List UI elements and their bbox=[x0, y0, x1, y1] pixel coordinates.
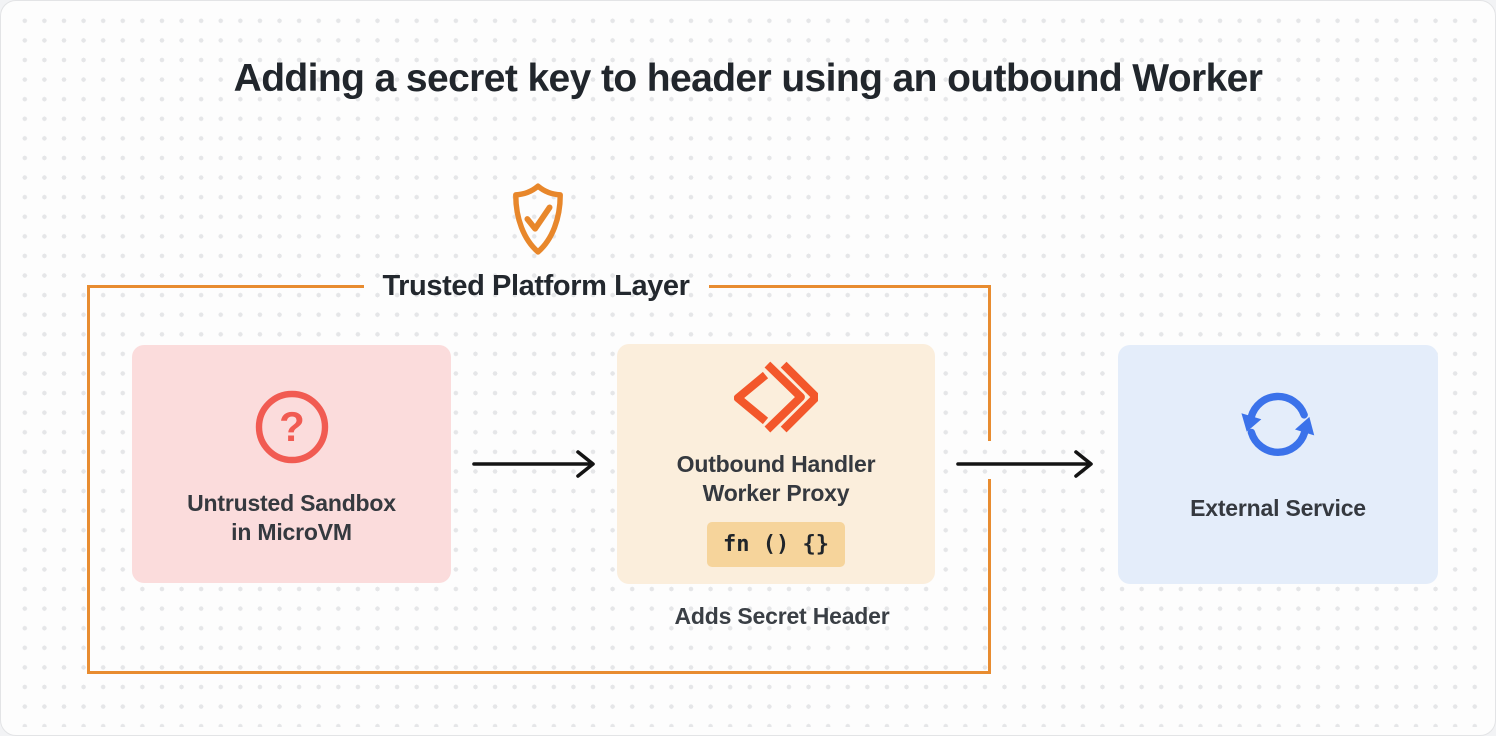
code-brackets-icon bbox=[734, 361, 818, 433]
trusted-border-top-left bbox=[87, 285, 364, 288]
shield-check-icon bbox=[513, 183, 563, 255]
proxy-label-line2: Worker Proxy bbox=[702, 480, 850, 506]
sandbox-label-line2: in MicroVM bbox=[231, 519, 352, 545]
sync-arrows-icon bbox=[1241, 392, 1315, 456]
external-service-label: External Service bbox=[1190, 495, 1366, 521]
code-snippet-chip: fn () {} bbox=[707, 522, 845, 567]
page-title: Adding a secret key to header using an o… bbox=[233, 57, 1263, 100]
trusted-border-right-bottom bbox=[988, 479, 991, 674]
trusted-border-left bbox=[87, 285, 90, 674]
node-external-service: External Service bbox=[1118, 345, 1438, 584]
sandbox-label-line1: Untrusted Sandbox bbox=[187, 490, 396, 516]
arrow-proxy-to-external bbox=[956, 450, 1093, 478]
trusted-border-top-right bbox=[709, 285, 991, 288]
proxy-label: Outbound Handler Worker Proxy bbox=[677, 450, 876, 508]
arrow-sandbox-to-proxy bbox=[472, 450, 595, 478]
trusted-layer-label: Trusted Platform Layer bbox=[382, 270, 690, 302]
proxy-label-line1: Outbound Handler bbox=[676, 451, 876, 477]
question-mark-circle-icon: ? bbox=[255, 390, 328, 464]
node-untrusted-sandbox: ? Untrusted Sandbox in MicroVM bbox=[132, 345, 451, 583]
trusted-border-right-top bbox=[988, 285, 991, 441]
sandbox-label: Untrusted Sandbox in MicroVM bbox=[187, 489, 396, 547]
node-outbound-worker-proxy: Outbound Handler Worker Proxy fn () {} bbox=[617, 344, 935, 584]
question-mark-glyph: ? bbox=[279, 403, 305, 450]
trusted-border-bottom bbox=[87, 671, 991, 674]
proxy-caption: Adds Secret Header bbox=[674, 603, 890, 629]
